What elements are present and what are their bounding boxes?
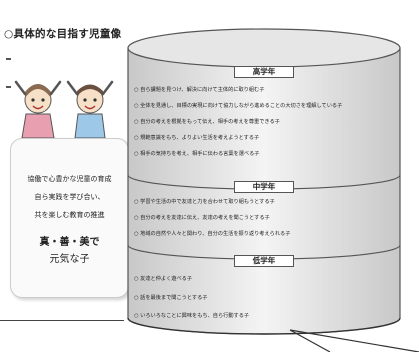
list-item: ○ いろいろなことに興味をもち、自ら行動する子 bbox=[134, 313, 250, 319]
section-heading-lower: 低学年 bbox=[234, 255, 294, 267]
list-item: ○ 学習や生活の中で友達と力を合わせて取り組もうとする子 bbox=[134, 199, 275, 205]
motto-slogan: 真・善・美で bbox=[39, 237, 100, 248]
dash-mark bbox=[6, 86, 11, 88]
list-item: ○ 相手の気持ちを考え、相手に伝わる言葉を選べる子 bbox=[134, 151, 260, 157]
list-item: ○ 規範意識をもち、よりよい生活を考えようとする子 bbox=[134, 135, 260, 141]
divider-line bbox=[0, 320, 124, 321]
motto-slogan: 元気な子 bbox=[49, 254, 90, 265]
motto-line: 共を楽しむ教育の推進 bbox=[34, 211, 105, 219]
page-title: ○具体的な目指す児童像 bbox=[4, 28, 122, 40]
motto-line: 協働で心豊かな児童の育成 bbox=[27, 175, 112, 183]
section-heading-upper: 高学年 bbox=[234, 66, 294, 78]
dash-mark bbox=[6, 58, 11, 60]
list-item: ○ 自分の考えを友達に伝え、友達の考えを聞こうとする子 bbox=[134, 215, 270, 221]
list-item: ○ 話を最後まで聞こうとする子 bbox=[134, 295, 208, 301]
list-item: ○ 友達と仲よく遊べる子 bbox=[134, 276, 193, 282]
list-item: ○ 地域の自然や人々と関わり、自分の生活を振り返り考えられる子 bbox=[134, 231, 291, 237]
list-item: ○ 全体を見通し、目標の実現に向けて協力しながら進めることの大切さを理解している… bbox=[134, 103, 343, 109]
section-heading-middle: 中学年 bbox=[234, 181, 294, 193]
motto-line: 自ら実践を学び合い、 bbox=[34, 193, 105, 201]
boy-figure bbox=[66, 80, 114, 138]
list-item: ○ 自分の考えを根拠をもって伝え、相手の考えを尊重できる子 bbox=[134, 119, 280, 125]
children-illustration bbox=[14, 80, 114, 138]
girl-figure bbox=[14, 80, 62, 138]
list-item: ○ 自ら課題を見つけ、解決に向けて主体的に取り組む子 bbox=[134, 87, 265, 93]
